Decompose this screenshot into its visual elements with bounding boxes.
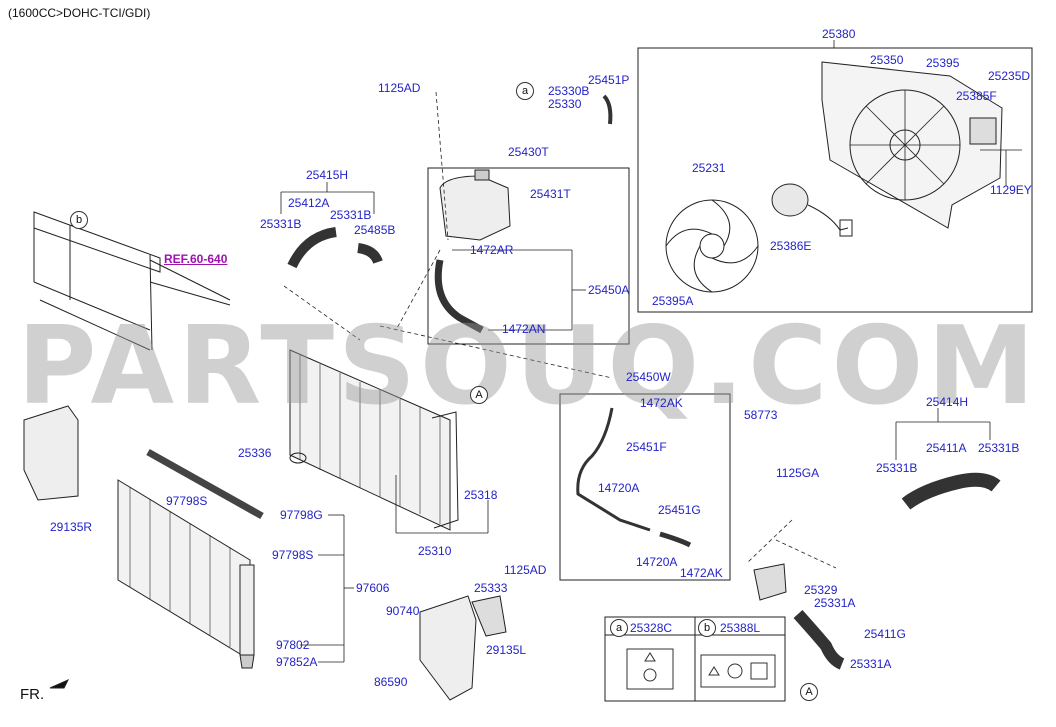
part-25412A[interactable]: 25412A (288, 196, 330, 210)
resistor-25385F[interactable] (969, 117, 997, 145)
callout-A-bottom: A (800, 683, 818, 701)
part-25450A[interactable]: 25450A (588, 283, 630, 297)
reservoir-cap[interactable] (474, 169, 490, 181)
part-25385F[interactable]: 25385F (956, 89, 997, 103)
legend-marker-b: b (698, 619, 716, 637)
fan-blade[interactable] (665, 199, 759, 293)
part-25336[interactable]: 25336 (238, 446, 272, 460)
part-1472AR[interactable]: 1472AR (470, 243, 514, 257)
part-86590[interactable]: 86590 (374, 675, 408, 689)
part-25450W[interactable]: 25450W (626, 370, 671, 384)
part-1129EY[interactable]: 1129EY (990, 183, 1032, 197)
callout-b: b (70, 211, 88, 229)
part-1125AD-top[interactable]: 1125AD (378, 81, 421, 95)
fan-assembly-box (637, 47, 1033, 313)
part-1472AK-top[interactable]: 1472AK (640, 396, 683, 410)
part-14720A-a[interactable]: 14720A (598, 481, 640, 495)
thermostat-25329[interactable] (753, 563, 787, 601)
reservoir-box (427, 167, 630, 345)
part-1472AN[interactable]: 1472AN (502, 322, 546, 336)
hose-25411A[interactable] (901, 472, 1001, 510)
reservoir-hose[interactable] (434, 259, 484, 334)
seal-97798S[interactable] (146, 448, 264, 520)
part-29135R[interactable]: 29135R (50, 520, 93, 534)
part-97852A[interactable]: 97852A (276, 655, 318, 669)
part-25395[interactable]: 25395 (926, 56, 960, 70)
fan-motor[interactable] (771, 183, 809, 217)
part-25310[interactable]: 25310 (418, 544, 452, 558)
part-25331B-left-1[interactable]: 25331B (260, 217, 302, 231)
part-25330[interactable]: 25330 (548, 97, 582, 111)
part-25451P[interactable]: 25451P (588, 73, 630, 87)
part-25331B-right-1[interactable]: 25331B (876, 461, 918, 475)
part-97798S-b[interactable]: 97798S (272, 548, 314, 562)
part-58773[interactable]: 58773 (744, 408, 778, 422)
front-direction-label: FR. (20, 686, 45, 703)
part-25331B-right-2[interactable]: 25331B (978, 441, 1020, 455)
part-1125GA[interactable]: 1125GA (776, 466, 820, 480)
part-25331B-left-2[interactable]: 25331B (330, 208, 372, 222)
part-97798S-a[interactable]: 97798S (166, 494, 208, 508)
radiator-mount-25336[interactable] (289, 452, 307, 464)
hose-25411G[interactable] (793, 609, 845, 670)
part-25386E[interactable]: 25386E (770, 239, 812, 253)
part-25414H[interactable]: 25414H (926, 395, 969, 409)
part-25451F[interactable]: 25451F (626, 440, 667, 454)
part-25329[interactable]: 25329 (804, 583, 838, 597)
part-25451G[interactable]: 25451G (658, 503, 701, 517)
receiver-drier[interactable] (239, 564, 255, 656)
legend-marker-a: a (610, 619, 628, 637)
part-90740[interactable]: 90740 (386, 604, 420, 618)
part-25395A[interactable]: 25395A (652, 294, 694, 308)
legend-part-a[interactable]: 25328C (630, 621, 673, 635)
part-25318[interactable]: 25318 (464, 488, 498, 502)
part-1125AD-bottom[interactable]: 1125AD (504, 563, 547, 577)
air-guard-right[interactable] (23, 405, 79, 501)
part-25231[interactable]: 25231 (692, 161, 726, 175)
part-25415H[interactable]: 25415H (306, 168, 349, 182)
hose-25451F[interactable] (576, 407, 651, 532)
part-97802[interactable]: 97802 (276, 638, 310, 652)
engine-type-header: (1600CC>DOHC-TCI/GDI) (8, 6, 151, 20)
part-14720A-b[interactable]: 14720A (636, 555, 678, 569)
callout-a: a (516, 82, 534, 100)
part-25411A[interactable]: 25411A (926, 441, 967, 455)
part-25485B[interactable]: 25485B (354, 223, 396, 237)
part-97798G[interactable]: 97798G (280, 508, 323, 522)
hose-25485B[interactable] (357, 243, 383, 264)
legend-warning-labels (626, 648, 776, 690)
warning-label-icon-a (626, 648, 674, 690)
part-25350[interactable]: 25350 (870, 53, 904, 67)
part-97606[interactable]: 97606 (356, 581, 390, 595)
warning-label-icon-b (700, 654, 776, 688)
part-1472AK-bottom[interactable]: 1472AK (680, 566, 723, 580)
legend-part-b[interactable]: 25388L (720, 621, 761, 635)
callout-A-top: A (470, 386, 488, 404)
hose-box (559, 393, 731, 581)
part-25235D[interactable]: 25235D (988, 69, 1031, 83)
watermark: PARTSOUQ.COM (17, 304, 1039, 429)
hose-25451G[interactable] (659, 531, 692, 548)
air-guard-left[interactable] (419, 595, 477, 701)
part-29135L[interactable]: 29135L (486, 643, 527, 657)
part-25430T[interactable]: 25430T (508, 145, 549, 159)
part-25330B[interactable]: 25330B (548, 84, 590, 98)
part-25331A-b[interactable]: 25331A (850, 657, 892, 671)
part-25411G[interactable]: 25411G (864, 627, 906, 641)
radiator[interactable] (289, 349, 451, 531)
reservoir-tank[interactable] (439, 175, 511, 241)
hose-25451P[interactable] (602, 94, 613, 125)
front-end-module[interactable] (33, 211, 161, 351)
part-25380[interactable]: 25380 (822, 27, 856, 41)
part-25333[interactable]: 25333 (474, 581, 508, 595)
bracket-25333[interactable] (471, 595, 507, 637)
upper-hose-25412A[interactable] (287, 227, 337, 269)
part-25431T[interactable]: 25431T (530, 187, 571, 201)
part-25331A-a[interactable]: 25331A (814, 596, 856, 610)
ref-link[interactable]: REF.60-640 (164, 252, 228, 266)
